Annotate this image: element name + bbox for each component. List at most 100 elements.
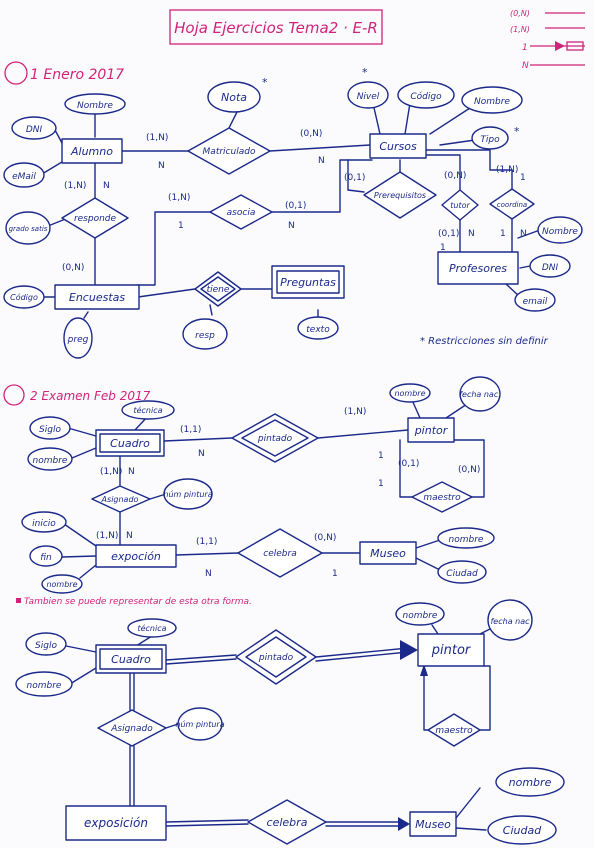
- card-asignado-n2: N: [126, 531, 133, 541]
- legend-label-0n: (0,N): [510, 9, 530, 18]
- alt-attr-siglo: Siglo: [25, 632, 67, 656]
- alt-entity-pintor: pintor: [417, 633, 485, 667]
- card-tutor-n: N: [468, 229, 475, 239]
- attr-nota-label: Nota: [221, 91, 247, 104]
- card-one-a: 1: [440, 243, 446, 253]
- card-asocia-n: N: [288, 221, 295, 231]
- relation-asignado: Asignado: [91, 485, 151, 513]
- alt-attr-tecnica-label: técnica: [137, 623, 166, 633]
- alt-relation-maestro-label: maestro: [435, 726, 473, 736]
- attr-codigo-encuesta: Código: [3, 285, 45, 309]
- card-matric-alumno: (1,N): [146, 133, 168, 143]
- alt-relation-asignado-label: Asignado: [110, 724, 153, 734]
- attr-siglo-label: Siglo: [39, 425, 61, 435]
- card-responde-alumno: (1,N): [64, 181, 86, 191]
- entity-cuadro: Cuadro: [95, 429, 165, 457]
- attr-nivel: Nivel: [347, 81, 389, 109]
- entity-pintor: pintor: [407, 417, 455, 443]
- section1-heading: 1 Enero 2017: [30, 67, 124, 83]
- card-pintado-3: 1: [378, 451, 384, 461]
- relation-responde-label: responde: [74, 214, 117, 224]
- card-asignado-1: (1,N): [100, 467, 122, 477]
- relation-coordinador-label: coordina: [497, 201, 527, 209]
- attr-fecha-nac-label: fecha nac.: [459, 390, 501, 399]
- section1-lines: [41, 98, 541, 320]
- attr-nombre-expo-label: nombre: [46, 580, 77, 589]
- alt-attr-nombre-cuadro-label: nombre: [27, 681, 62, 691]
- alt-relation-asignado: Asignado: [97, 709, 167, 747]
- section2-number-circle: [3, 384, 25, 406]
- legend-label-n: N: [522, 61, 529, 71]
- card-responde-encuesta: (0,N): [62, 263, 84, 273]
- attr-nombre-pintor: nombre: [389, 383, 431, 403]
- section2-lines: [61, 399, 485, 579]
- attr-dni-alumno-label: DNI: [26, 125, 43, 135]
- attr-resp: resp: [182, 318, 228, 350]
- alt-entity-exposicion: exposición: [65, 805, 167, 841]
- attr-nombre-alumno-label: Nombre: [77, 101, 113, 111]
- alt-relation-pintado-label: pintado: [258, 653, 294, 663]
- attr-inicio-label: inicio: [32, 519, 56, 529]
- card-maestro-2: (0,N): [458, 465, 480, 475]
- attr-grado-satis-label: grado satis: [9, 225, 48, 233]
- alt-attr-num-pintura: núm pintura: [175, 707, 225, 741]
- relation-asignado-label: Asignado: [101, 495, 139, 504]
- entity-encuestas-label: Encuestas: [69, 291, 125, 304]
- alt-entity-cuadro: Cuadro: [95, 644, 167, 674]
- relation-responde: responde: [61, 197, 129, 239]
- relation-prerequisitos: Prerequisitos: [363, 171, 437, 219]
- card-one-c: 1: [520, 173, 526, 183]
- card-matric-curso: (0,N): [300, 129, 322, 139]
- card-coord-n: N: [520, 229, 527, 239]
- card-one-b: 1: [500, 229, 506, 239]
- card-tutor-2: (1,N): [496, 165, 518, 175]
- attr-email-alumno-label: eMail: [12, 172, 36, 182]
- card-celebra-1: (1,1): [196, 537, 217, 547]
- attr-tipo-label: Tipo: [480, 135, 500, 145]
- attr-nombre-prof-label: Nombre: [542, 227, 578, 237]
- alt-entity-pintor-label: pintor: [431, 643, 472, 658]
- alt-entity-exposicion-label: exposición: [84, 816, 148, 830]
- entity-cuadro-label: Cuadro: [110, 437, 150, 450]
- attr-codigo-curso-label: Código: [410, 91, 442, 102]
- attr-dni-prof: DNI: [529, 254, 571, 278]
- attr-nivel-label: Nivel: [357, 92, 380, 102]
- alt-entity-museo-label: Museo: [415, 818, 451, 831]
- alt-relation-maestro: maestro: [427, 713, 481, 747]
- card-asocia-2: (0,1): [285, 201, 306, 211]
- alt-entity-museo: Museo: [409, 811, 457, 837]
- alt-relation-celebra: celebra: [247, 799, 327, 845]
- card-asignado-2: (1,N): [96, 531, 118, 541]
- card-pintado-n: N: [198, 449, 205, 459]
- card-celebra-n: N: [205, 569, 212, 579]
- entity-alumno-label: Alumno: [70, 145, 113, 158]
- attr-nombre-cuadro: nombre: [27, 447, 73, 471]
- section2-heading: 2 Examen Feb 2017: [30, 389, 151, 403]
- note-bullet-icon: [16, 598, 21, 603]
- card-asocia-1: (1,N): [168, 193, 190, 203]
- relation-tutor-label: tutor: [450, 201, 470, 210]
- alt-entity-cuadro-label: Cuadro: [111, 653, 151, 666]
- attr-nombre-cuadro-label: nombre: [33, 456, 68, 466]
- entity-preguntas: Preguntas: [271, 265, 345, 299]
- arrow-celebra-icon: [398, 817, 410, 831]
- card-celebra-2: (0,N): [314, 533, 336, 543]
- relation-coordinador: coordina: [489, 188, 535, 220]
- alt-attr-num-pintura-label: núm pintura: [175, 720, 224, 729]
- entity-exposicion: expoción: [95, 544, 177, 568]
- legend-label-1n: (1,N): [510, 25, 530, 34]
- attr-nombre-curso-label: Nombre: [474, 97, 510, 107]
- attr-email-alumno: eMail: [3, 162, 45, 188]
- attr-nombre-museo: nombre: [437, 527, 495, 549]
- attr-preg: preg: [63, 317, 93, 359]
- attr-preg-label: preg: [67, 335, 89, 345]
- alt-attr-nombre-pintor-label: nombre: [403, 611, 438, 621]
- legend-arrow-icon: [555, 41, 565, 51]
- entity-profesores-label: Profesores: [449, 262, 507, 275]
- alt-relation-celebra-label: celebra: [267, 816, 308, 829]
- entity-museo: Museo: [359, 541, 417, 565]
- sheet-title: Hoja Ejercicios Tema2 · E-R: [174, 19, 378, 37]
- relation-tiene: tiene: [194, 271, 242, 307]
- relation-matriculado: Matriculado: [187, 127, 271, 175]
